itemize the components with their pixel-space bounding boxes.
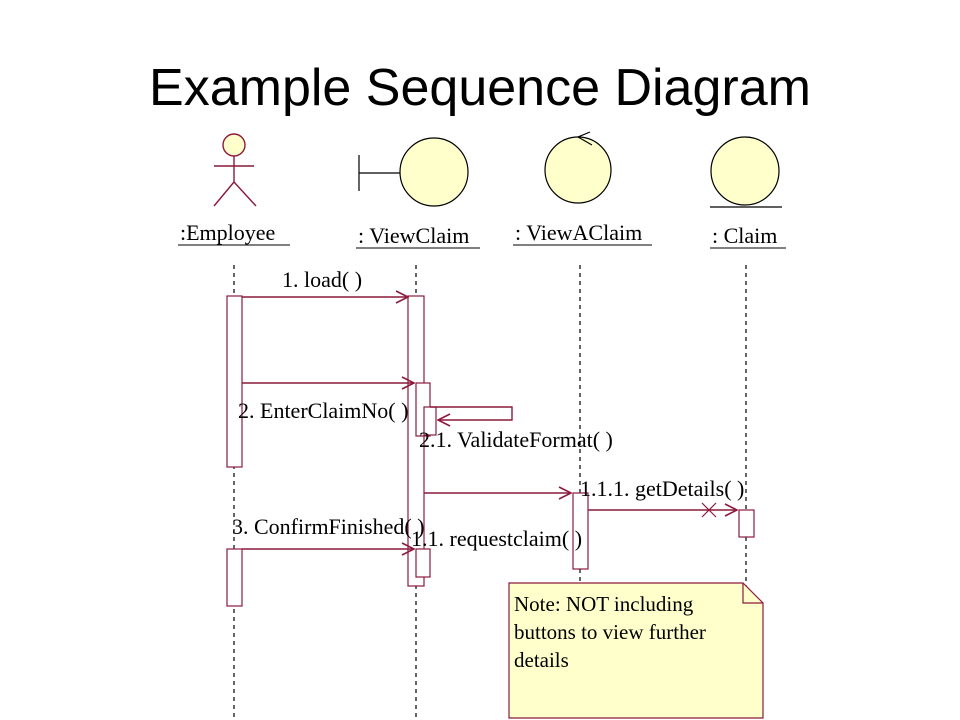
activation-claim bbox=[738, 509, 755, 538]
object-label-underlines bbox=[178, 244, 786, 249]
note-line: buttons to view further bbox=[514, 620, 706, 644]
boundary-icon[interactable] bbox=[358, 137, 469, 207]
activation-viewclaim-3 bbox=[415, 548, 431, 578]
object-label-claim: : Claim bbox=[712, 223, 777, 248]
actor-icon[interactable] bbox=[213, 133, 257, 207]
activation-viewaclaim bbox=[572, 492, 589, 570]
page-title: Example Sequence Diagram bbox=[149, 59, 811, 117]
note-line: Note: NOT including bbox=[514, 592, 694, 616]
message-label-get-details: 1.1.1. getDetails( ) bbox=[580, 476, 744, 501]
message-label-validate-format: 2.1. ValidateFormat( ) bbox=[419, 427, 613, 452]
message-label-confirm-finished: 3. ConfirmFinished( ) bbox=[232, 514, 425, 539]
note-text: Note: NOT including buttons to view furt… bbox=[514, 590, 754, 674]
activation-viewclaim-main bbox=[407, 295, 425, 587]
object-label-viewclaim: : ViewClaim bbox=[358, 223, 469, 248]
cross-icon bbox=[701, 502, 717, 518]
message-label-request-claim: 1.1. requestclaim( ) bbox=[411, 526, 582, 551]
object-label-employee: :Employee bbox=[180, 220, 275, 245]
object-labels: :Employee : ViewClaim : ViewAClaim : Cla… bbox=[180, 220, 777, 248]
message-lines bbox=[242, 297, 737, 549]
note-line: details bbox=[514, 648, 569, 672]
activations bbox=[226, 295, 755, 607]
note-box[interactable] bbox=[508, 582, 764, 719]
arrow-validate-format bbox=[430, 406, 513, 420]
message-labels: 1. load( ) 2. EnterClaimNo( ) 2.1. Valid… bbox=[232, 267, 744, 551]
message-label-load: 1. load( ) bbox=[282, 267, 362, 292]
object-label-viewaclaim: : ViewAClaim bbox=[515, 220, 642, 245]
entity-icon[interactable] bbox=[710, 136, 782, 208]
message-label-enter-claim-no: 2. EnterClaimNo( ) bbox=[238, 398, 408, 423]
control-icon[interactable] bbox=[544, 131, 612, 204]
activation-employee-1 bbox=[226, 295, 243, 468]
activation-employee-2 bbox=[226, 548, 243, 607]
